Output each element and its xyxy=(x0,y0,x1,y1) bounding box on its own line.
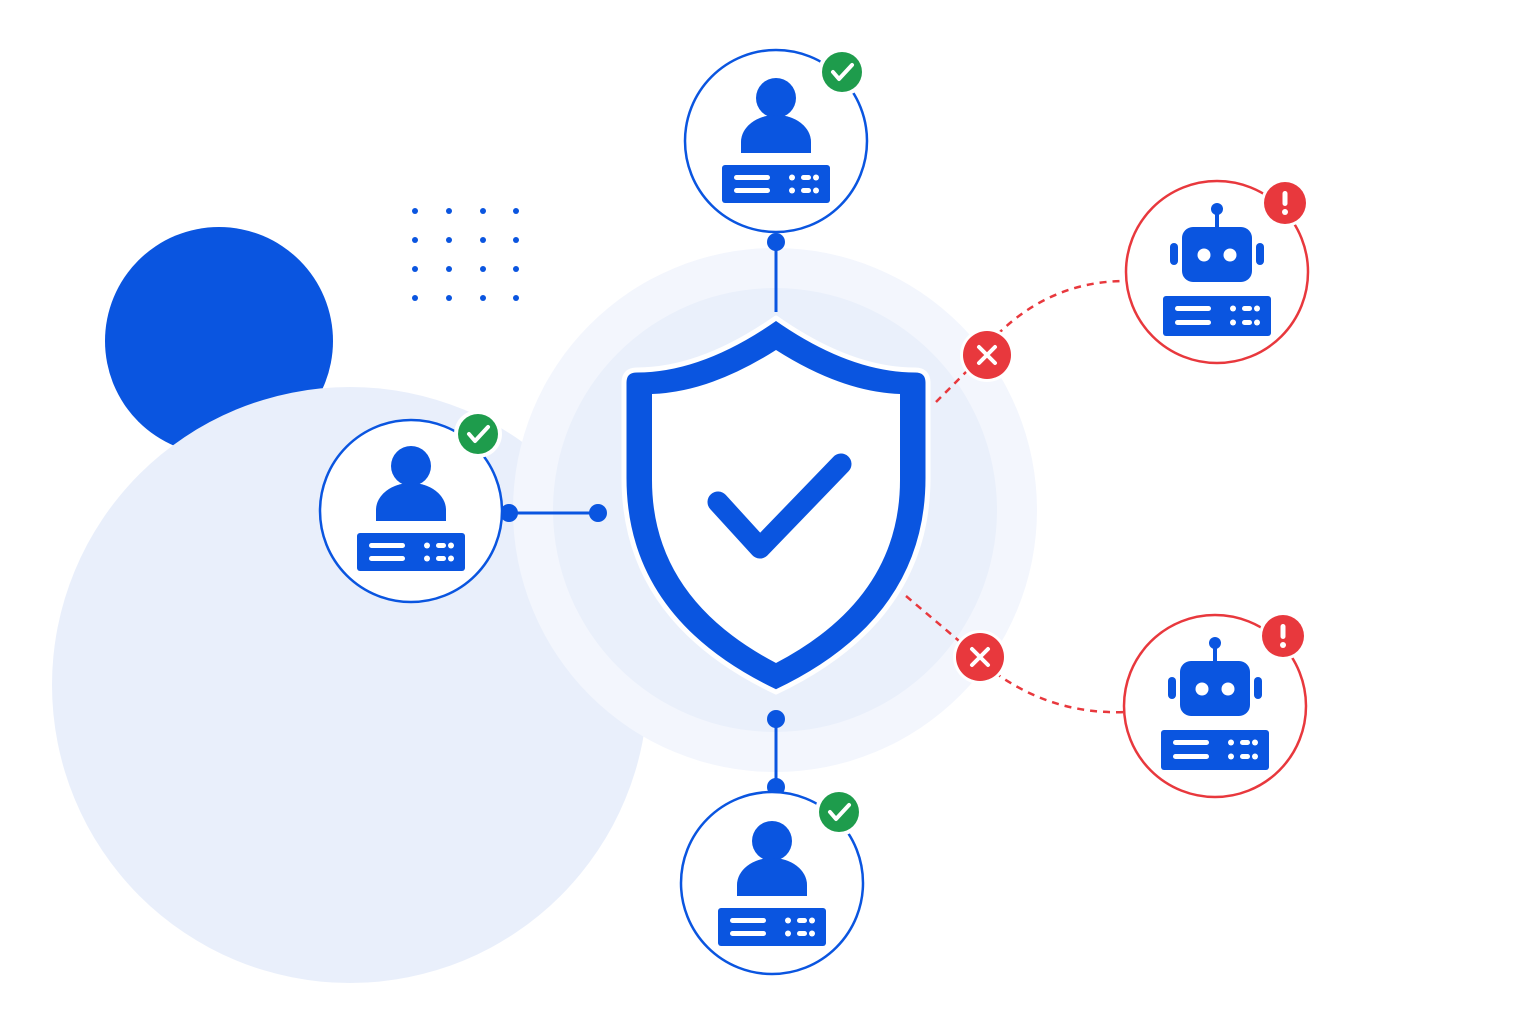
check-icon xyxy=(816,46,868,98)
trusted-node-left[interactable] xyxy=(318,408,504,604)
exclamation-icon xyxy=(1259,612,1307,660)
connector-left xyxy=(500,504,607,522)
blocked-node-right-top[interactable] xyxy=(1124,179,1310,365)
x-icon xyxy=(951,628,1009,686)
check-icon xyxy=(813,786,865,838)
trusted-node-bottom[interactable] xyxy=(679,786,865,976)
shield-checkmark xyxy=(707,453,852,559)
blocked-node-right-bottom[interactable] xyxy=(1122,612,1308,799)
decor-dot-grid xyxy=(412,208,519,301)
check-icon xyxy=(452,408,504,460)
x-icon xyxy=(958,326,1016,384)
trusted-node-top[interactable] xyxy=(683,46,869,234)
exclamation-icon xyxy=(1261,179,1309,227)
connector-top xyxy=(767,233,785,312)
shield-check-icon xyxy=(621,315,931,695)
